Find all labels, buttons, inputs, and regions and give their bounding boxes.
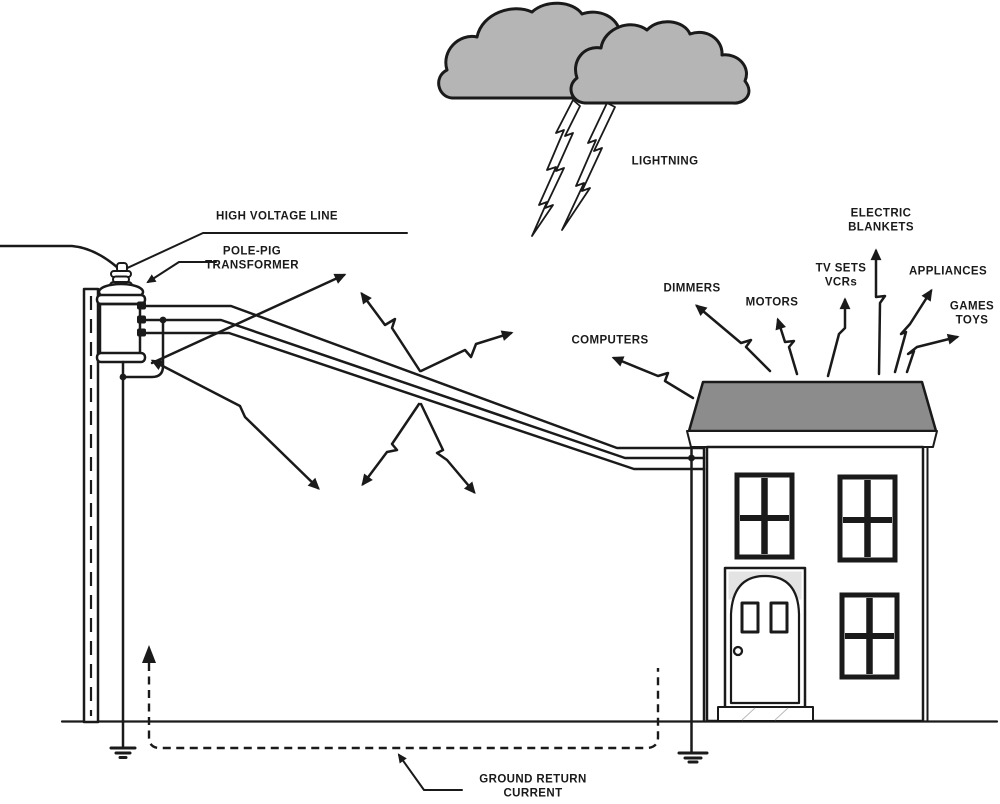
arrow-tv-sets <box>826 297 851 378</box>
lightning-bolt-icon <box>561 102 616 231</box>
wire-junction-dot <box>119 373 127 381</box>
transformer-radiation-arrow <box>150 273 347 365</box>
transformer-ground-wiring <box>119 316 167 750</box>
appliance-noise-arrows <box>611 248 960 400</box>
transformer-bushing <box>137 328 146 337</box>
high-voltage-wire <box>0 244 120 270</box>
label-lightning: LIGHTNING <box>631 155 699 168</box>
arrow-motors <box>775 317 799 376</box>
label-electric-blankets: ELECTRIC BLANKETS <box>848 207 914 234</box>
noise-arrow-up-right <box>419 330 514 373</box>
transformer-bushing <box>137 315 146 324</box>
eave-board <box>686 430 938 448</box>
noise-arrow-down-right <box>419 402 476 494</box>
lightning-bolts <box>531 99 616 237</box>
service-conduit <box>688 446 706 755</box>
transformer-noise-arrows <box>150 273 347 490</box>
label-appliances: APPLIANCES <box>908 265 988 278</box>
noise-arrow-up-left <box>360 291 422 373</box>
transformer-tank <box>98 302 142 357</box>
label-high-voltage-line: HIGH VOLTAGE LINE <box>215 210 339 223</box>
roof <box>687 380 938 433</box>
service-wire <box>141 331 706 471</box>
transformer-bushing <box>137 301 146 310</box>
ground-return-arrowhead-icon <box>142 645 156 663</box>
window-lower-right <box>839 592 900 680</box>
high-voltage-label-leader <box>122 232 408 271</box>
cloud-right <box>569 20 751 105</box>
ground-symbol-house <box>677 751 709 764</box>
front-door <box>717 566 814 722</box>
ground-return-dashed-line <box>147 663 660 750</box>
arrow-computers <box>611 356 695 400</box>
arrow-electric-blankets <box>870 248 887 376</box>
service-wire <box>141 318 706 460</box>
label-ground-return-current: GROUND RETURN CURRENT <box>479 773 587 800</box>
ground-symbol-pole <box>109 746 137 759</box>
pole-pig-transformer <box>95 262 147 364</box>
arrow-games-toys <box>905 333 960 374</box>
lightning-bolt-icon <box>531 99 581 237</box>
ground-return-label-leader <box>397 753 463 791</box>
label-tv-sets-vcrs: TV SETS VCRs <box>815 262 867 289</box>
label-games-toys: GAMES TOYS <box>949 300 995 327</box>
transformer-zigzag-arrow <box>150 359 320 490</box>
doorknob <box>732 645 744 657</box>
door-window <box>769 601 789 634</box>
label-dimmers: DIMMERS <box>663 282 721 295</box>
pole-pig-label-leader-arrow <box>146 261 217 284</box>
label-computers: COMPUTERS <box>571 334 649 347</box>
step-hatch <box>741 707 789 721</box>
arrow-appliances <box>893 288 933 374</box>
door-window <box>740 601 760 634</box>
wire-noise-arrows <box>360 291 514 494</box>
window-upper-right <box>837 474 898 563</box>
wire-junction-dot <box>688 454 695 462</box>
utility-pole <box>82 287 100 724</box>
label-pole-pig-transformer: POLE-PIG TRANSFORMER <box>205 245 299 272</box>
noise-arrow-down-left <box>361 402 421 487</box>
service-wire <box>141 304 706 450</box>
arrow-dimmers <box>695 304 772 373</box>
service-drop-wires <box>141 304 706 471</box>
ground-return-path <box>142 645 660 750</box>
window-upper-left <box>734 472 795 560</box>
storm-clouds <box>437 1 751 237</box>
door-panel <box>729 574 801 705</box>
transformer-bottom-rim <box>95 351 147 364</box>
house <box>686 380 938 723</box>
door-step <box>717 706 814 722</box>
label-motors: MOTORS <box>745 296 799 309</box>
